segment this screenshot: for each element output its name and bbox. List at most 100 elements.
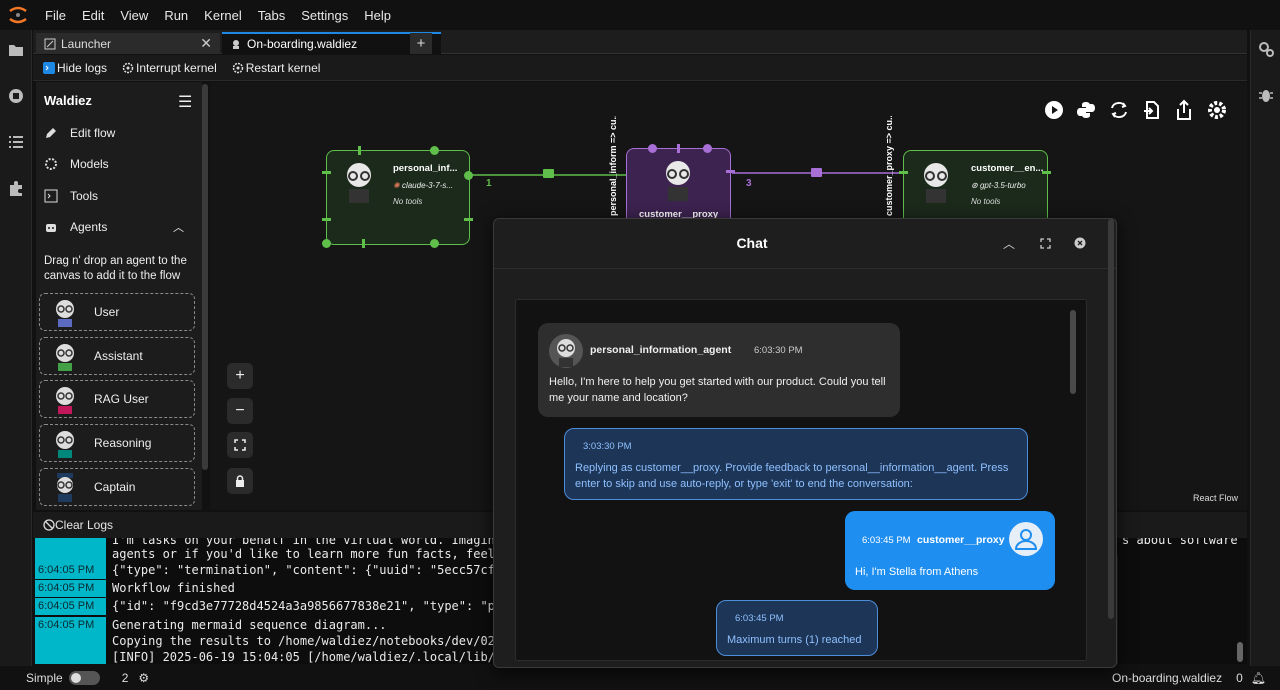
sidebar-item-edit-flow[interactable]: Edit flow: [44, 122, 194, 144]
agent-avatar-icon: [924, 163, 948, 203]
maximize-icon[interactable]: [1040, 238, 1051, 249]
agent-card-user[interactable]: User: [39, 293, 195, 331]
agent-avatar-icon: [549, 334, 583, 368]
message-time: 6:03:45 PM: [862, 535, 911, 546]
fit-view-button[interactable]: [227, 432, 253, 458]
menu-run[interactable]: Run: [164, 7, 189, 23]
settings-gear-icon[interactable]: [1206, 99, 1228, 121]
kernel-gear-icon[interactable]: ⚙: [138, 671, 150, 685]
close-icon[interactable]: [1074, 237, 1086, 249]
agent-node-personal-information[interactable]: personal_inf... ✺ claude-3-7-s... No too…: [322, 146, 473, 248]
models-gear-icon: [45, 158, 57, 170]
chat-scrollbar[interactable]: [1070, 310, 1076, 394]
hide-logs-button[interactable]: Hide logs: [43, 61, 107, 75]
edge-marker[interactable]: [811, 168, 822, 177]
menubar: File Edit View Run Kernel Tabs Settings …: [0, 0, 1280, 30]
menu-edit[interactable]: Edit: [81, 7, 105, 23]
table-of-contents-icon[interactable]: [7, 133, 25, 151]
node-handle[interactable]: [430, 239, 439, 248]
node-handle[interactable]: [677, 144, 680, 153]
property-inspector-gears-icon[interactable]: [1257, 40, 1275, 58]
folder-icon[interactable]: [7, 41, 25, 59]
chat-modal-scrollbar[interactable]: [1108, 219, 1114, 619]
hamburger-menu-icon[interactable]: ☰: [178, 94, 193, 111]
node-handle[interactable]: [430, 146, 439, 155]
sidebar-item-label: Tools: [70, 189, 99, 203]
debugger-bug-icon[interactable]: [1257, 86, 1275, 104]
log-row: [INFO] 2025-06-19 15:04:05 [/home/waldie…: [35, 649, 1247, 664]
agent-node-customer-proxy[interactable]: customer__proxy: [626, 144, 735, 228]
sidebar-item-models[interactable]: Models: [44, 153, 194, 175]
log-text: [INFO] 2025-06-19 15:04:05 [/home/waldie…: [112, 650, 517, 664]
menu-file[interactable]: File: [45, 7, 66, 23]
node-handle[interactable]: [322, 239, 331, 248]
menu-view[interactable]: View: [120, 7, 149, 23]
node-handle[interactable]: [322, 218, 331, 221]
convert-swap-icon[interactable]: [1109, 100, 1129, 120]
agent-card-rag-user[interactable]: RAG User: [39, 380, 195, 418]
zoom-in-button[interactable]: +: [227, 363, 253, 389]
run-flow-play-icon[interactable]: [1044, 100, 1064, 120]
tab-onboarding-waldiez[interactable]: On-boarding.waldiez: [222, 32, 441, 54]
log-text: {"id": "f9cd3e77728d4524a3a9856677838e21…: [112, 599, 517, 613]
node-handle[interactable]: [899, 171, 908, 174]
edge-marker[interactable]: [543, 169, 554, 178]
running-kernels-icon[interactable]: [7, 87, 25, 105]
menu-settings[interactable]: Settings: [301, 7, 349, 23]
plus-icon: +: [416, 35, 426, 52]
chevron-up-icon[interactable]: ︿: [1003, 237, 1016, 251]
agent-node-customer-engagement[interactable]: customer__en... ⊛ gpt-3.5-turbo No tools: [899, 150, 1051, 230]
log-time: [35, 546, 106, 562]
chat-modal: Chat ︿ personal_information_agent 6:03:3…: [493, 218, 1117, 668]
node-model-label: gpt-3.5-turbo: [979, 181, 1026, 190]
node-handle[interactable]: [362, 239, 365, 248]
agent-card-label: User: [94, 305, 120, 319]
node-handle[interactable]: [464, 171, 473, 180]
sidebar-item-tools[interactable]: Tools: [44, 185, 194, 207]
close-icon[interactable]: ✕: [200, 35, 212, 51]
zoom-out-button[interactable]: −: [227, 398, 253, 424]
react-flow-attribution[interactable]: React Flow: [1193, 493, 1239, 503]
log-scrollbar[interactable]: [1237, 642, 1243, 662]
python-export-icon[interactable]: [1076, 100, 1096, 120]
log-text: Workflow finished: [112, 581, 235, 595]
message-text: Replying as customer__proxy. Provide fee…: [575, 462, 1009, 490]
agent-card-captain[interactable]: Captain: [39, 468, 195, 506]
share-export-icon[interactable]: [1174, 99, 1194, 121]
waldiez-icon: [233, 40, 239, 49]
node-handle[interactable]: [464, 218, 473, 221]
node-model: ✺ claude-3-7-s...: [393, 181, 453, 190]
menu-kernel[interactable]: Kernel: [204, 7, 242, 23]
node-handle[interactable]: [1042, 171, 1051, 174]
lock-toggle-button[interactable]: [227, 468, 253, 494]
menu-tabs[interactable]: Tabs: [257, 7, 286, 23]
tab-onboarding-label: On-boarding.waldiez: [247, 37, 358, 51]
node-handle[interactable]: [322, 171, 331, 174]
node-handle[interactable]: [726, 170, 735, 173]
sidebar-scrollbar[interactable]: [202, 84, 208, 470]
restart-kernel-button[interactable]: Restart kernel: [232, 61, 320, 75]
agent-card-assistant[interactable]: Assistant: [39, 337, 195, 375]
import-file-icon[interactable]: [1142, 100, 1162, 120]
node-handle[interactable]: [358, 146, 361, 155]
node-handle[interactable]: [703, 144, 712, 153]
node-handle[interactable]: [648, 144, 657, 153]
bell-icon[interactable]: 🔔︎: [1250, 671, 1266, 685]
new-tab-button[interactable]: +: [410, 33, 432, 54]
extensions-puzzle-icon[interactable]: [7, 179, 25, 197]
tab-launcher[interactable]: Launcher ✕: [36, 33, 220, 54]
chevron-up-icon[interactable]: ︿: [173, 222, 184, 234]
agent-card-reasoning[interactable]: Reasoning: [39, 424, 195, 462]
clear-logs-button[interactable]: Clear Logs: [43, 518, 113, 532]
interrupt-kernel-button[interactable]: Interrupt kernel: [122, 61, 217, 75]
menu-help[interactable]: Help: [364, 7, 391, 23]
minus-icon: −: [235, 402, 245, 419]
message-sender: customer__proxy: [917, 534, 1005, 546]
sidebar-title: Waldiez: [44, 93, 92, 108]
agent-avatar-icon: [347, 163, 371, 203]
kernel-count: 2: [121, 671, 129, 685]
node-name: personal_inf...: [393, 163, 458, 174]
sidebar-item-agents[interactable]: Agents ︿: [44, 216, 194, 238]
agents-hint-text: Drag n' drop an agent to the canvas to a…: [44, 255, 187, 282]
simple-mode-toggle[interactable]: [68, 671, 100, 685]
